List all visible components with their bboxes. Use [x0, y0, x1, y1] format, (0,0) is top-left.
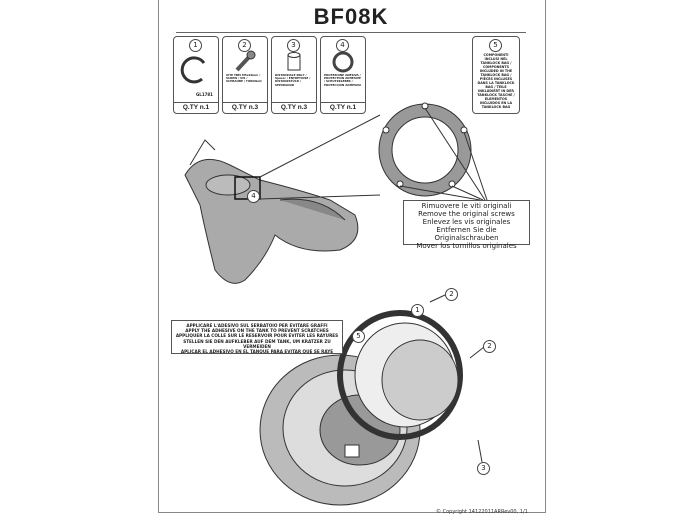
part-5-text: COMPONENTI INCLUSI NEL TANKLOCK BAG / CO…: [477, 53, 515, 109]
part-2-card: 2 VITE TBEI M5x20mm / SCREW / VIS / SCHR…: [222, 36, 268, 114]
spacer-icon: [287, 52, 301, 71]
part-qty: Q.TY n.3: [223, 102, 267, 113]
note-line: APPLY THE ADHESIVE ON THE TANK TO PREVEN…: [185, 328, 329, 334]
callout-2-right: 2: [483, 340, 496, 353]
callout-2-top: 2: [445, 288, 458, 301]
clip-ring-icon: [180, 56, 206, 84]
note-line: STELLEN SIE DEN AUFKLEBER AUF DEM TANK, …: [183, 338, 331, 349]
tank-ring-assembly-illustration: [259, 294, 485, 506]
adhesive-note: APPLICARE L'ADESIVO SUL SERBATOIO PER EV…: [171, 320, 343, 354]
copyright: © Copyright 14122011ARRev00, 1/1: [436, 509, 528, 515]
part-description: PROTEZIONE ADESIVA / PROTECTION ADHESIVE…: [324, 73, 362, 87]
part-1-card: 1 GL1781 Q.TY n.1: [173, 36, 219, 114]
note-line: Rimuovere le viti originali: [421, 202, 512, 210]
note-line: APPLICARE L'ADESIVO SUL SERBATOIO PER EV…: [186, 323, 328, 328]
part-description: DISTANZIALE Ø8x7 / Spacer / ENTRETOISE /…: [275, 73, 311, 87]
part-number: 5: [489, 39, 502, 52]
part-qty: Q.TY n.3: [272, 102, 316, 113]
part-code: GL1781: [196, 92, 213, 97]
note-line: Remove the original screws: [418, 210, 515, 218]
remove-screws-note: Rimuovere le viti originali Remove the o…: [403, 200, 530, 250]
screw-icon: [235, 50, 256, 72]
note-line: Entfernen Sie die Originalschrauben: [434, 226, 499, 242]
callout-5: 5: [352, 330, 365, 343]
part-number: 3: [287, 39, 300, 52]
callout-1: 1: [411, 304, 424, 317]
note-line: APLICAR EL ADHESIVO EN EL TANQUE PARA EV…: [180, 349, 334, 355]
part-description: VITE TBEI M5x20mm / SCREW / VIS / SCHRAU…: [226, 73, 262, 84]
part-number: 2: [238, 39, 251, 52]
note-line: Mover los tornillos originales: [416, 242, 517, 250]
title-divider: [176, 32, 526, 33]
part-qty: Q.TY n.1: [174, 102, 218, 113]
motorcycle-illustration: [184, 114, 381, 284]
part-5-card: 5 COMPONENTI INCLUSI NEL TANKLOCK BAG / …: [472, 36, 520, 114]
adhesive-ring-icon: [332, 51, 354, 73]
document-title: BF08K: [313, 4, 389, 29]
note-line: APPLIQUER LA COLLE SUR LE RESERVOIR POUR…: [175, 333, 339, 339]
gasket-ring-illustration: [378, 102, 488, 201]
part-4-card: 4 PROTEZIONE ADESIVA / PROTECTION ADHESI…: [320, 36, 366, 114]
part-number: 1: [189, 39, 202, 52]
page-frame: [158, 0, 546, 513]
note-line: Enlevez les vis originales: [422, 218, 511, 226]
callout-4: 4: [247, 190, 260, 203]
part-3-card: 3 DISTANZIALE Ø8x7 / Spacer / ENTRETOISE…: [271, 36, 317, 114]
callout-3: 3: [477, 462, 490, 475]
part-number: 4: [336, 39, 349, 52]
part-qty: Q.TY n.1: [321, 102, 365, 113]
